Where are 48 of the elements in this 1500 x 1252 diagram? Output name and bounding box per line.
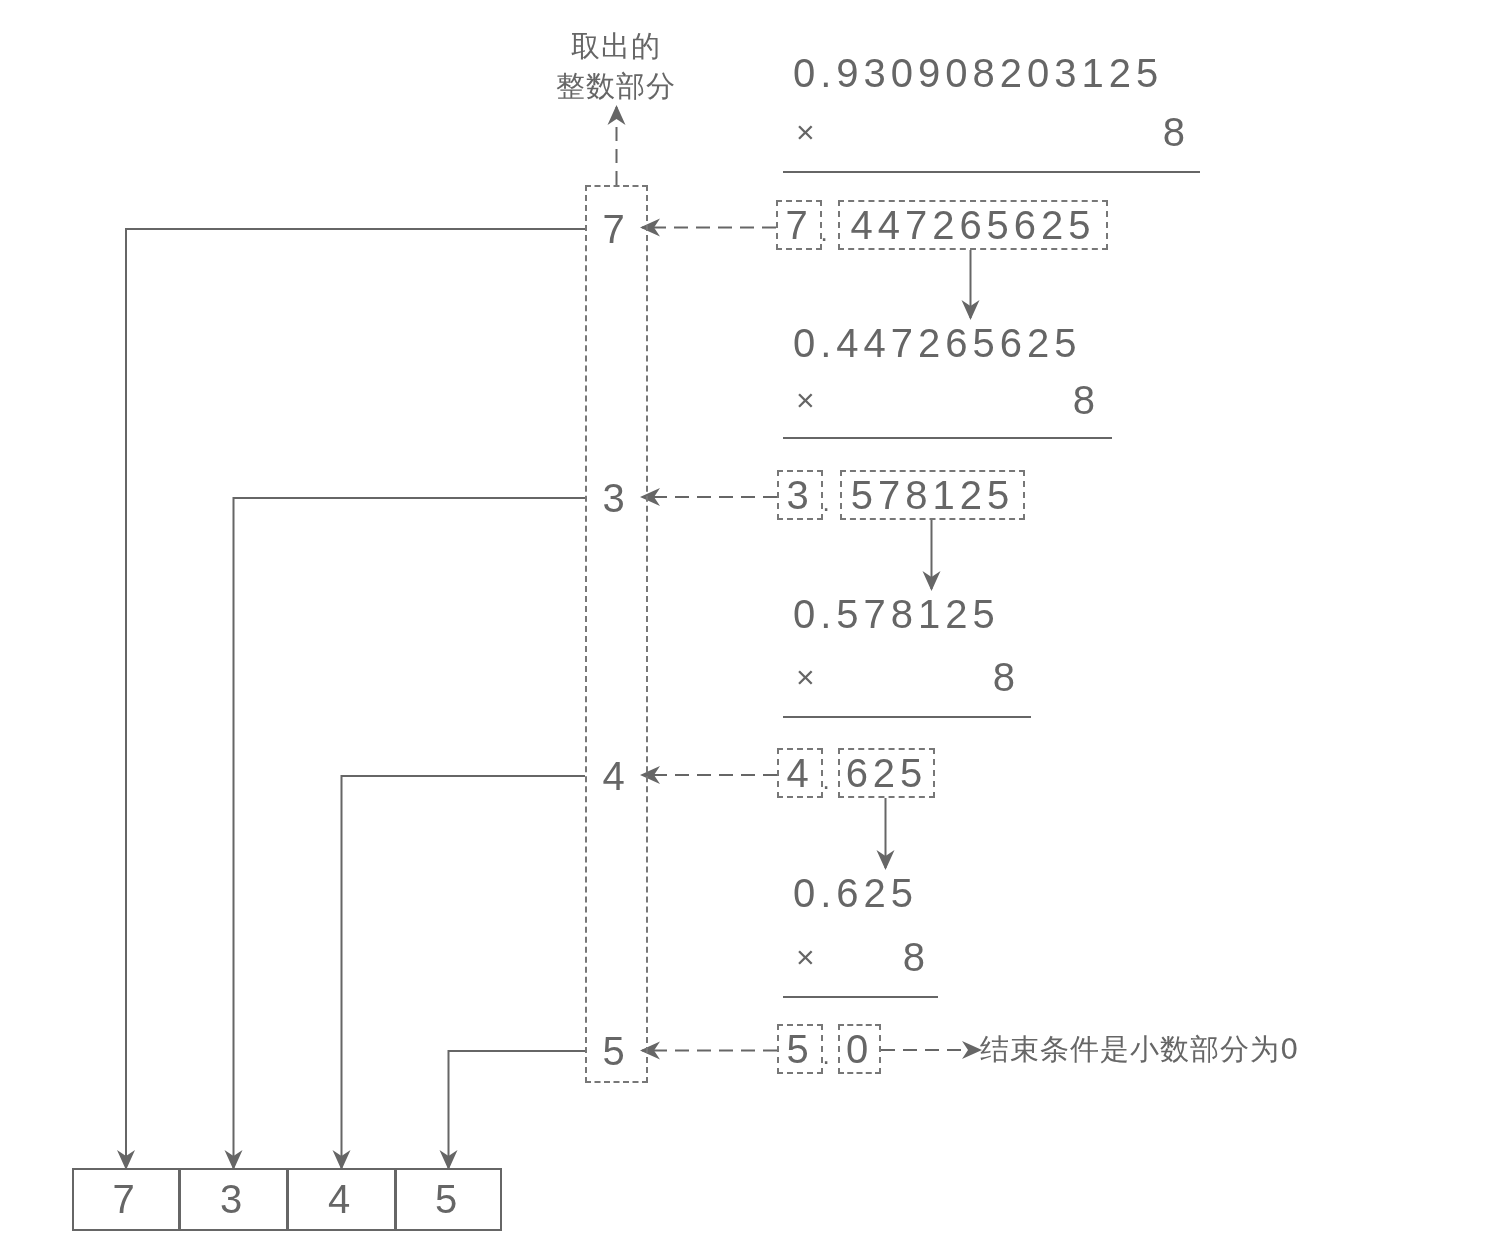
decimal-point: . xyxy=(819,216,829,248)
arrow xyxy=(876,797,895,870)
decimal-point: . xyxy=(821,486,831,518)
dashed-arrow xyxy=(640,488,778,506)
dashed-arrow xyxy=(880,1041,982,1059)
number: 0.578125 xyxy=(793,589,1023,639)
dashed-arrow xyxy=(607,105,626,186)
arrow xyxy=(224,497,586,1170)
arrow xyxy=(439,1050,586,1170)
digit: 4 xyxy=(590,752,642,800)
number: 8 xyxy=(992,653,1015,701)
fraction-box: 625 xyxy=(838,748,935,798)
decimal-point: . xyxy=(821,1039,831,1071)
integer-box: 7 xyxy=(776,200,822,250)
integer-box: 3 xyxy=(777,470,823,520)
arrow xyxy=(922,519,941,591)
number: 8 xyxy=(1162,108,1185,156)
multiply-sign: × xyxy=(796,112,820,152)
number: 0.447265625 xyxy=(793,318,1103,368)
multiply-sign: × xyxy=(796,937,820,977)
number: 0.930908203125 xyxy=(793,49,1164,97)
number: 0.625 xyxy=(793,868,933,918)
arrow xyxy=(117,228,586,1170)
digit: 7 xyxy=(590,205,642,253)
column-box xyxy=(585,185,648,1083)
note-text: 结束条件是小数部分为0 xyxy=(980,1028,1360,1072)
digit: 3 xyxy=(590,474,642,522)
array-cell: 5 xyxy=(395,1168,502,1231)
decimal-point: . xyxy=(821,764,831,796)
number: 8 xyxy=(1072,376,1095,424)
dashed-arrow xyxy=(640,766,778,784)
array-cell: 3 xyxy=(179,1168,288,1231)
fraction-box: 447265625 xyxy=(838,200,1108,250)
digit: 5 xyxy=(590,1027,642,1075)
dashed-arrow xyxy=(640,1041,778,1060)
integer-box: 5 xyxy=(777,1024,823,1074)
array-cell: 4 xyxy=(287,1168,396,1231)
multiply-sign: × xyxy=(796,380,820,420)
caption: 取出的整数部分 xyxy=(550,25,682,107)
number: 8 xyxy=(902,933,925,981)
array-cell: 7 xyxy=(72,1168,180,1231)
fraction-box: 0 xyxy=(838,1024,881,1074)
integer-box: 4 xyxy=(777,748,823,798)
fraction-box: 578125 xyxy=(840,470,1025,520)
dashed-arrow xyxy=(640,218,777,237)
arrow xyxy=(332,775,586,1170)
multiply-sign: × xyxy=(796,657,820,697)
arrow xyxy=(961,249,980,320)
